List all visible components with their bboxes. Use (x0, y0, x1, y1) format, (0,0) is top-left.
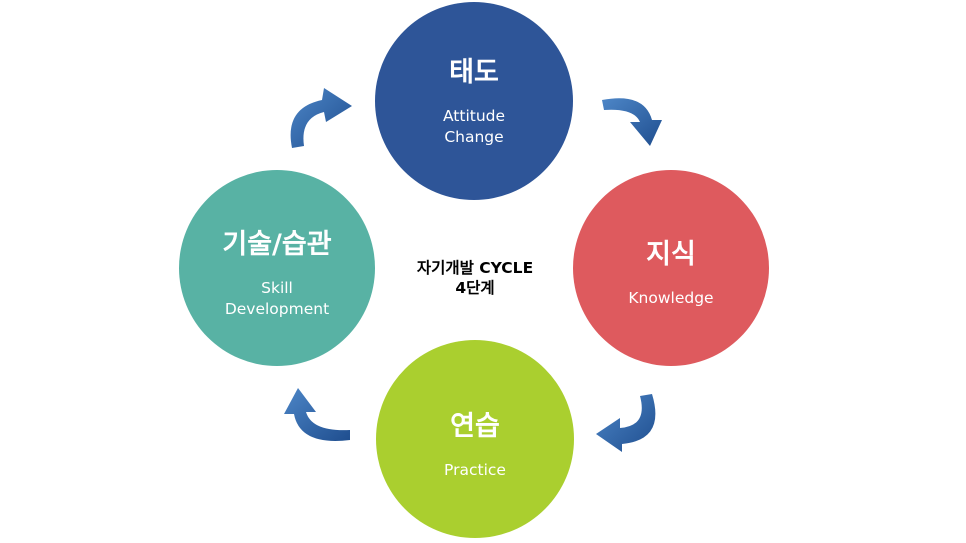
node-knowledge: 지식 Knowledge (573, 170, 769, 366)
node-practice: 연습 Practice (376, 340, 574, 538)
node-subtitle-line: Knowledge (628, 289, 714, 307)
node-title: 기술/습관 (222, 229, 332, 260)
node-title: 연습 (450, 411, 500, 442)
arrow-attitude-to-knowledge (602, 98, 662, 146)
arrow-knowledge-to-practice (596, 394, 656, 452)
node-subtitle-line: Skill (261, 279, 293, 297)
node-subtitle-line: Practice (444, 461, 506, 479)
node-subtitle-line: Development (224, 300, 330, 318)
node-title: 지식 (646, 239, 696, 270)
node-subtitle-line: Attitude (442, 107, 506, 125)
arrow-practice-to-skill (284, 388, 350, 441)
arrow-skill-to-attitude (290, 88, 352, 148)
center-label-line1: 자기개발 CYCLE (416, 259, 534, 277)
center-label-line2: 4단계 (455, 279, 495, 297)
node-attitude: 태도 Attitude Change (375, 2, 573, 200)
node-skill: 기술/습관 Skill Development (179, 170, 375, 366)
node-title: 태도 (449, 57, 499, 88)
node-subtitle-line: Change (444, 128, 504, 146)
center-label: 자기개발 CYCLE 4단계 (390, 258, 560, 298)
